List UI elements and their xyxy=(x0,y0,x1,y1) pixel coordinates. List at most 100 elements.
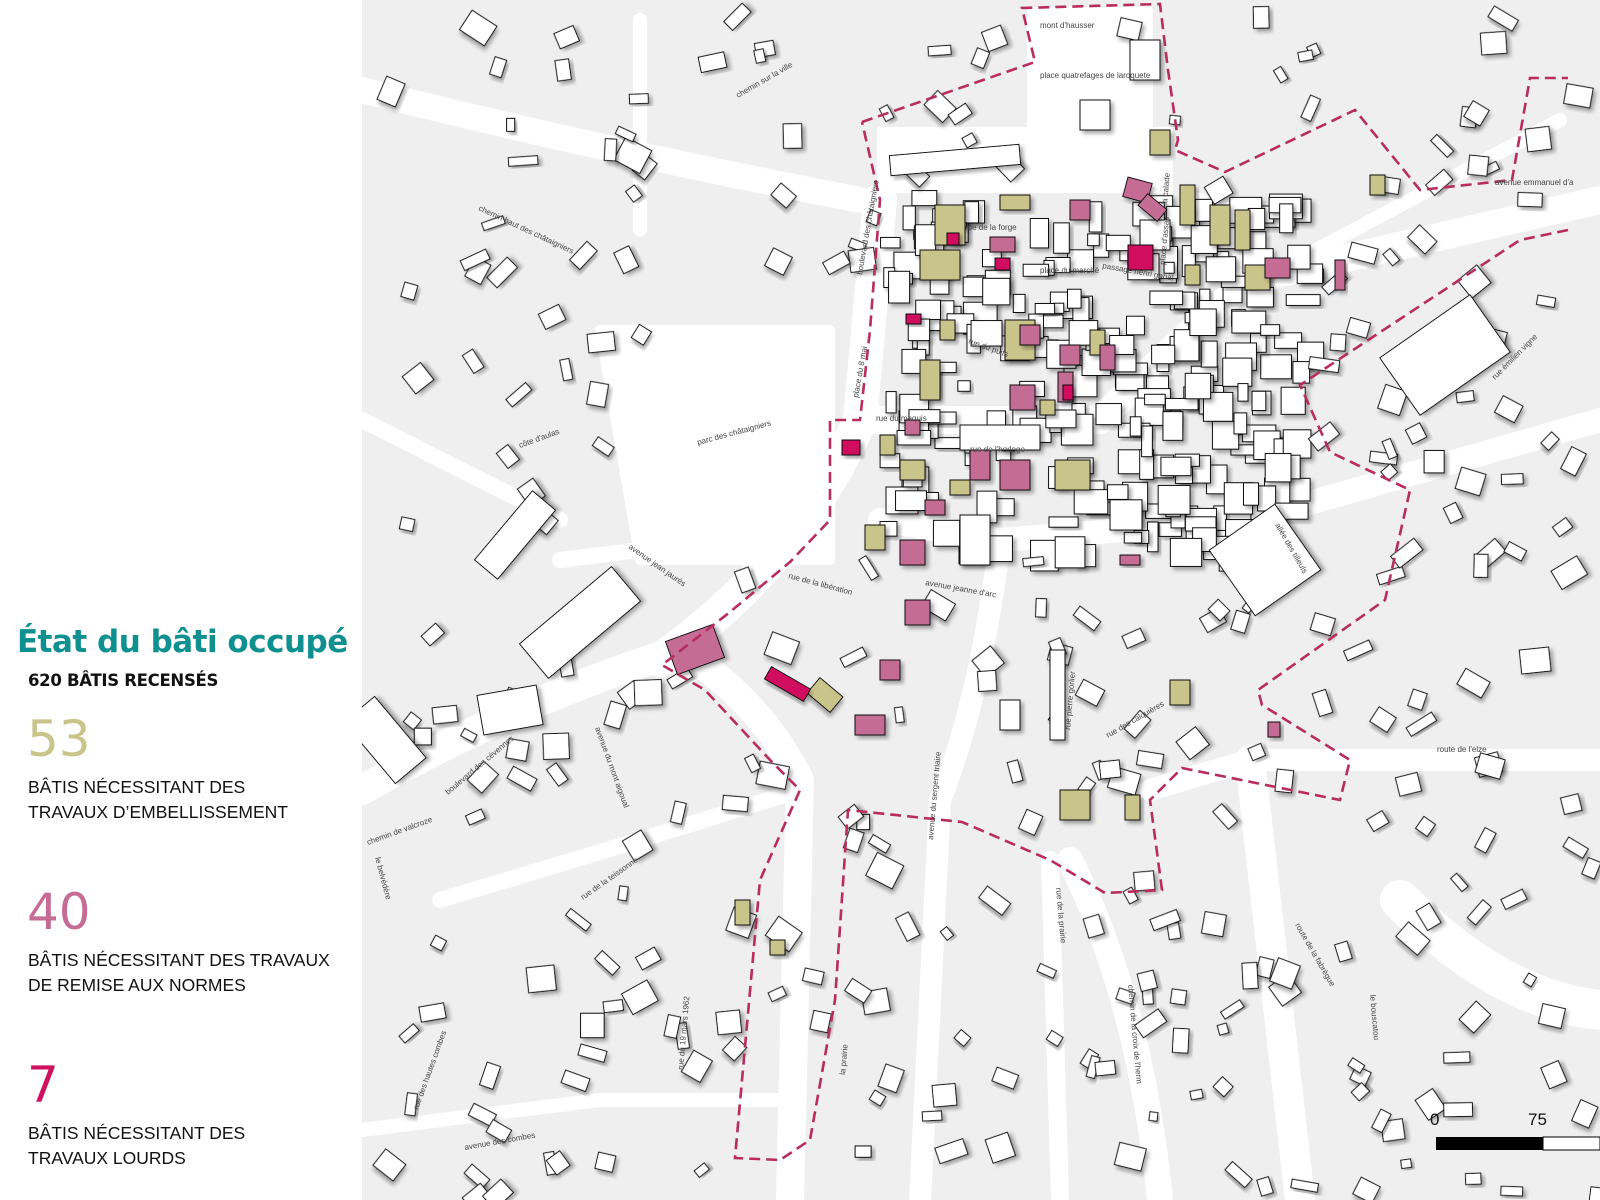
building xyxy=(1036,962,1058,979)
building xyxy=(1407,688,1428,711)
building xyxy=(959,424,1041,451)
building xyxy=(1473,826,1497,854)
building xyxy=(418,1002,447,1023)
building xyxy=(1517,191,1543,208)
building xyxy=(586,330,617,354)
building xyxy=(1540,1059,1568,1090)
building xyxy=(854,1145,872,1158)
label-heavy-works: BÂTIS NÉCESSITANT DES TRAVAUX LOURDS xyxy=(28,1121,348,1171)
building xyxy=(1113,1141,1147,1172)
building xyxy=(931,1082,958,1108)
building xyxy=(362,695,427,785)
building xyxy=(518,565,642,680)
building xyxy=(843,977,873,1004)
building-compliance xyxy=(879,659,901,681)
building-compliance xyxy=(1119,554,1141,566)
building xyxy=(1458,1000,1492,1034)
building xyxy=(1105,234,1131,252)
building xyxy=(1300,94,1322,123)
buildings xyxy=(362,2,1600,1200)
building xyxy=(1500,888,1528,911)
building xyxy=(1175,726,1211,761)
building xyxy=(715,1009,743,1036)
building xyxy=(1329,333,1347,352)
building-compliance xyxy=(989,236,1016,253)
building xyxy=(476,684,544,736)
building xyxy=(1115,987,1136,1005)
building xyxy=(1349,1064,1372,1087)
building xyxy=(1169,537,1203,567)
building xyxy=(594,1151,617,1173)
building xyxy=(1290,1178,1320,1193)
building xyxy=(1088,201,1103,233)
building xyxy=(1400,1158,1413,1170)
building xyxy=(1500,1185,1524,1197)
building xyxy=(1123,531,1143,544)
building xyxy=(885,391,897,414)
building xyxy=(463,1163,491,1190)
building xyxy=(1285,294,1321,306)
building xyxy=(1254,956,1275,979)
building xyxy=(1464,1172,1482,1186)
label-embellishment: BÂTIS NÉCESSITANT DES TRAVAUX D’EMBELLIS… xyxy=(28,775,348,825)
building xyxy=(624,184,644,203)
building xyxy=(976,669,998,693)
building xyxy=(1224,1160,1253,1189)
building xyxy=(1345,316,1372,339)
building xyxy=(680,1049,714,1084)
building xyxy=(1380,463,1399,482)
building xyxy=(1466,899,1492,926)
building xyxy=(880,236,901,249)
building xyxy=(1503,540,1528,562)
building xyxy=(888,143,1022,177)
building xyxy=(842,827,865,854)
building xyxy=(486,256,519,289)
building xyxy=(1125,315,1145,336)
building xyxy=(1212,1076,1234,1098)
building xyxy=(868,1089,887,1107)
building xyxy=(461,1182,492,1200)
label-line: BÂTIS NÉCESSITANT DES xyxy=(28,777,246,797)
building xyxy=(1171,1027,1190,1054)
building xyxy=(1029,218,1049,249)
building xyxy=(953,1028,972,1048)
building xyxy=(459,248,491,272)
building xyxy=(464,808,486,826)
building xyxy=(1535,294,1557,308)
building xyxy=(721,794,750,813)
building xyxy=(1423,449,1445,474)
building-compliance xyxy=(1267,721,1281,738)
building xyxy=(1247,207,1266,231)
building xyxy=(1264,453,1292,483)
legend-panel: État du bâti occupé 620 BÂTIS RECENSÉS 5… xyxy=(0,0,362,1200)
label-line: DE REMISE AUX NORMES xyxy=(28,975,246,995)
building-compliance xyxy=(1334,259,1346,291)
building xyxy=(1429,133,1455,159)
building xyxy=(398,516,416,533)
building xyxy=(934,1138,969,1165)
building xyxy=(1034,303,1056,315)
building xyxy=(782,123,803,149)
building xyxy=(458,9,498,47)
building xyxy=(1443,1102,1474,1118)
building xyxy=(507,155,539,167)
building xyxy=(927,44,952,57)
building xyxy=(902,205,916,231)
building-embellishment xyxy=(1059,789,1091,821)
building-embellishment xyxy=(919,359,941,401)
building xyxy=(1352,1176,1381,1200)
building xyxy=(957,380,971,392)
scale-start: 0 xyxy=(1430,1110,1440,1129)
building-compliance xyxy=(1059,344,1081,366)
building xyxy=(1035,597,1048,618)
building xyxy=(1163,261,1175,274)
building xyxy=(1524,125,1553,153)
building-heavy-works xyxy=(946,232,960,246)
building xyxy=(591,436,615,457)
building xyxy=(753,48,767,64)
building xyxy=(1098,759,1122,780)
building xyxy=(560,1069,591,1093)
building xyxy=(867,833,892,854)
street-label: la calade xyxy=(1160,172,1172,205)
